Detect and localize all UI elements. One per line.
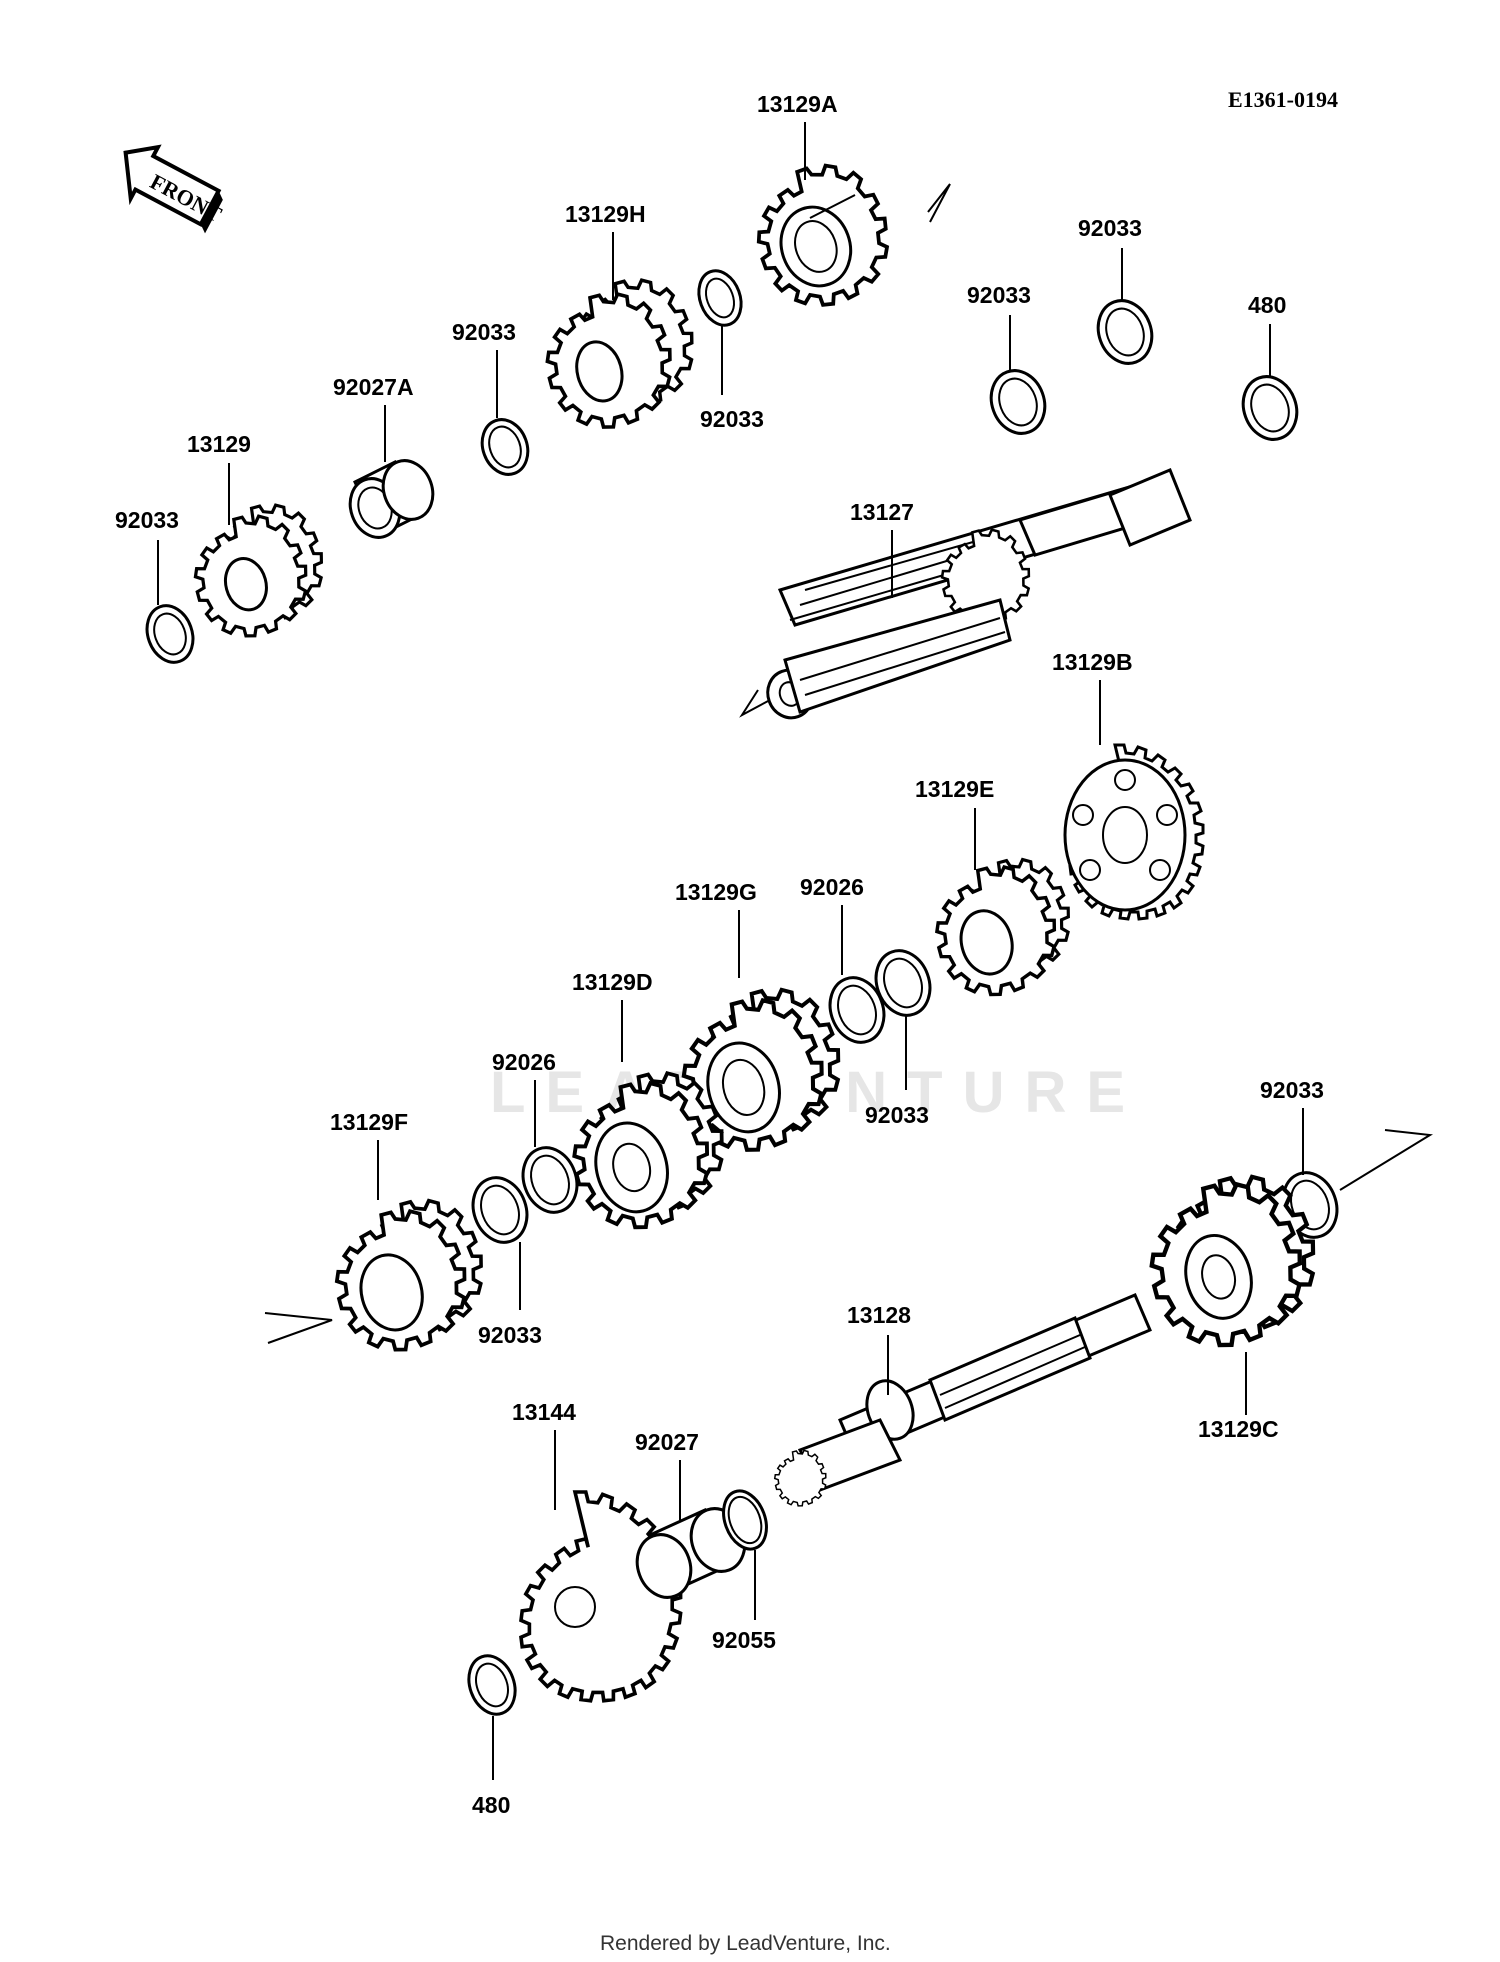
label-13129E: 13129E xyxy=(915,776,994,802)
gear-13129H xyxy=(530,266,709,442)
label-13129: 13129 xyxy=(187,431,251,457)
label-13129D: 13129D xyxy=(572,969,653,995)
gear-13129E xyxy=(920,846,1084,1009)
gear-13129B xyxy=(1063,743,1205,921)
label-13129H: 13129H xyxy=(565,201,646,227)
label-13127: 13127 xyxy=(850,499,914,525)
label-92033-h: 92033 xyxy=(1260,1077,1324,1103)
drawing-code: E1361-0194 xyxy=(1228,87,1338,112)
label-92033-d: 92033 xyxy=(1078,215,1142,241)
label-13129B: 13129B xyxy=(1052,649,1133,675)
sprocket-13144 xyxy=(519,1490,683,1703)
label-92033-a: 92033 xyxy=(700,406,764,432)
label-480-a: 480 xyxy=(1248,292,1286,318)
label-13129G: 13129G xyxy=(675,879,757,905)
label-92055: 92055 xyxy=(712,1627,776,1653)
gear-13129F xyxy=(318,1186,499,1365)
label-92033-c: 92033 xyxy=(967,282,1031,308)
label-13144: 13144 xyxy=(512,1399,576,1425)
front-arrow-icon: FRONT xyxy=(123,144,226,234)
label-13129F: 13129F xyxy=(330,1109,408,1135)
label-13129A: 13129A xyxy=(757,91,838,117)
label-92027A: 92027A xyxy=(333,374,414,400)
label-92026-a: 92026 xyxy=(800,874,864,900)
gear-13129 xyxy=(180,492,337,649)
label-92033-b: 92033 xyxy=(452,319,516,345)
gear-13129A xyxy=(736,147,908,324)
output-shaft-13128 xyxy=(767,1293,1152,1512)
label-92027: 92027 xyxy=(635,1429,699,1455)
label-92033-f: 92033 xyxy=(865,1102,929,1128)
label-13128: 13128 xyxy=(847,1302,911,1328)
label-92033-e: 92033 xyxy=(115,507,179,533)
collar-92027 xyxy=(635,1507,747,1599)
input-shaft-13127 xyxy=(766,468,1192,720)
label-480-b: 480 xyxy=(472,1792,510,1818)
collar-92027A xyxy=(348,459,435,539)
gear-13129C xyxy=(1132,1162,1333,1360)
label-92026-b: 92026 xyxy=(492,1049,556,1075)
label-92033-g: 92033 xyxy=(478,1322,542,1348)
gear-13129G xyxy=(665,973,857,1164)
label-13129C: 13129C xyxy=(1198,1416,1279,1442)
footer-credit: Rendered by LeadVenture, Inc. xyxy=(600,1932,891,1955)
gear-13129D xyxy=(555,1058,740,1243)
